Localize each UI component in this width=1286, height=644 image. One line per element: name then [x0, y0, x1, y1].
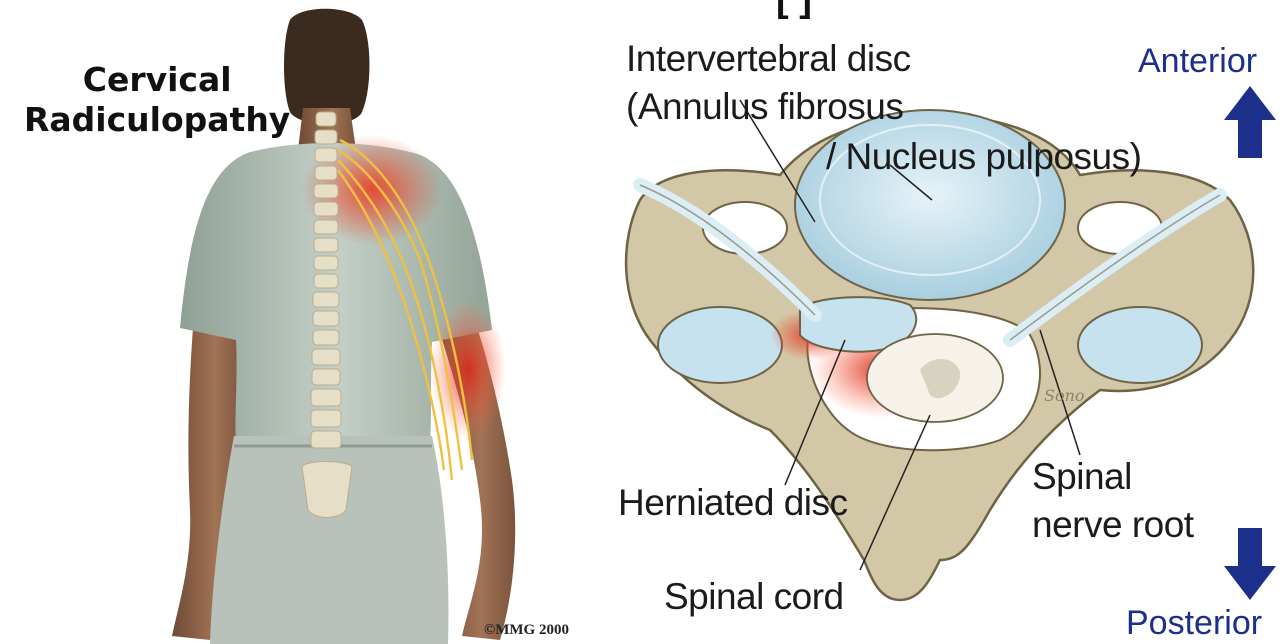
title-line-2: Radiculopathy — [24, 100, 290, 140]
label-spinal-cord: Spinal cord — [664, 578, 844, 615]
title-line-1: Cervical — [24, 60, 290, 100]
artist-signature: Sono — [1044, 386, 1085, 405]
label-spinal-nerve-root-2: nerve root — [1032, 506, 1194, 543]
head — [284, 9, 370, 124]
left-foramen — [658, 307, 782, 383]
posterior-arrow-icon — [1224, 528, 1276, 600]
top-fragment: [ ] — [776, 0, 812, 21]
label-spinal-nerve-root-1: Spinal — [1032, 458, 1132, 495]
anterior-arrow-icon — [1224, 86, 1276, 158]
label-annulus-fibrosus: (Annulus fibrosus — [626, 88, 903, 125]
label-nucleus-pulposus: / Nucleus pulposus) — [826, 138, 1141, 175]
label-posterior: Posterior — [1126, 606, 1262, 640]
label-anterior: Anterior — [1138, 44, 1257, 78]
label-intervertebral-disc: Intervertebral disc — [626, 40, 911, 77]
right-foramen — [1078, 307, 1202, 383]
copyright: ©MMG 2000 — [484, 622, 569, 639]
figure-title: Cervical Radiculopathy — [24, 60, 290, 139]
label-herniated-disc: Herniated disc — [618, 484, 848, 521]
